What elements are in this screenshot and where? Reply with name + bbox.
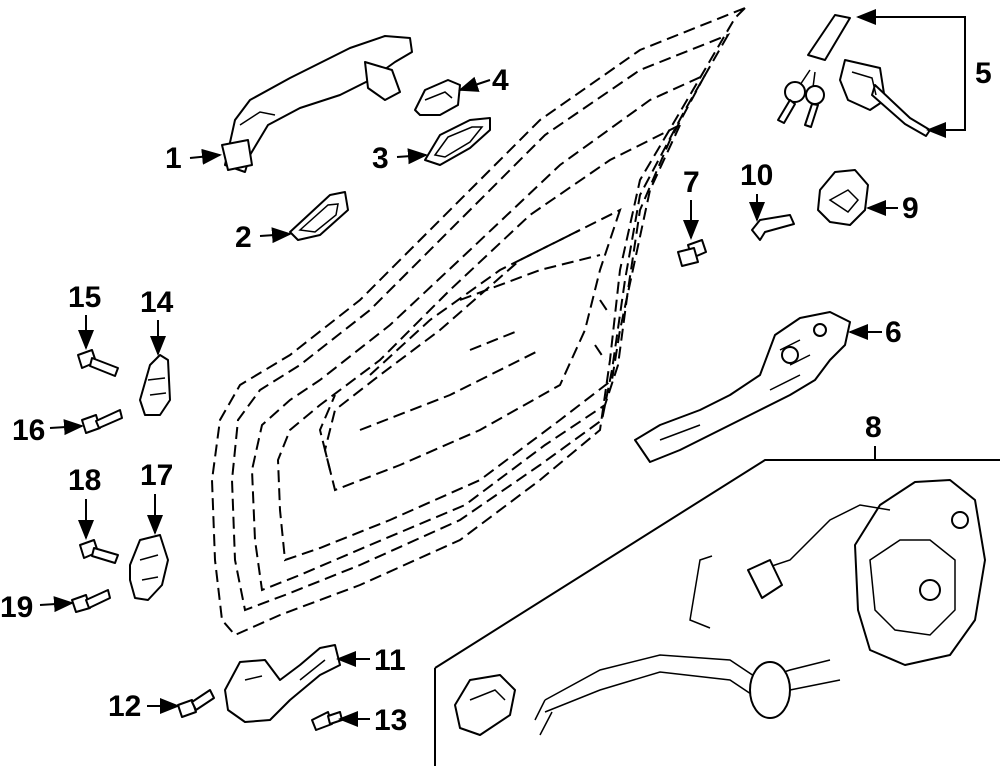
hinge-upper [139,354,171,416]
door-striker [817,169,869,226]
callout-label-18: 18 [68,464,101,497]
door-check-strap [224,644,341,723]
callout-label-15: 15 [68,281,101,314]
callout-label-13: 13 [374,704,407,737]
callout-2: 2 [235,221,292,254]
handle-gasket [424,117,491,166]
callout-label-12: 12 [108,690,141,723]
callout-19: 19 [0,591,74,624]
callout-label-11: 11 [374,644,406,677]
callout-label-9: 9 [902,192,919,225]
callout-5: 5 [856,9,992,138]
handle-frame [634,311,851,463]
hinge-lower [129,534,169,601]
callout-6: 6 [848,316,902,349]
latch-assembly-group [434,459,1000,766]
bolt-19 [71,589,111,613]
handle-bezel [289,191,349,241]
bolt-12 [177,689,215,718]
lock-cylinder-set [777,14,931,137]
callout-1: 1 [165,142,222,175]
bolt-16 [81,409,123,434]
callout-17: 17 [140,459,173,535]
outside-handle [221,35,413,173]
callout-15: 15 [68,281,101,350]
callout-label-1: 1 [165,142,182,175]
callout-label-10: 10 [740,159,773,192]
callout-label-14: 14 [140,286,174,319]
bolt-7 [677,239,707,267]
callout-label-4: 4 [492,64,509,97]
callout-label-17: 17 [140,459,173,492]
callout-7: 7 [683,166,700,240]
callout-11: 11 [336,644,406,677]
callout-10: 10 [740,159,773,222]
callout-label-16: 16 [12,414,45,447]
handle-cap [414,79,461,116]
callout-3: 3 [372,142,428,175]
bolt-13 [311,711,343,731]
callout-label-6: 6 [885,316,902,349]
bolt-18 [79,539,119,564]
callout-label-3: 3 [372,142,389,175]
striker-pin [751,214,795,241]
callout-18: 18 [68,464,101,540]
door-shell-outline [210,7,746,637]
callout-label-5: 5 [975,57,992,90]
callout-9: 9 [866,192,919,225]
callout-label-7: 7 [683,166,700,199]
callout-label-2: 2 [235,221,252,254]
callout-14: 14 [140,286,174,356]
callout-label-8: 8 [865,411,882,444]
callout-8: 8 [865,411,882,460]
bolt-15 [77,349,119,377]
callout-16: 16 [12,414,84,447]
callout-12: 12 [108,690,180,723]
callout-label-19: 19 [0,591,33,624]
callout-13: 13 [338,704,407,737]
callout-4: 4 [458,64,509,97]
